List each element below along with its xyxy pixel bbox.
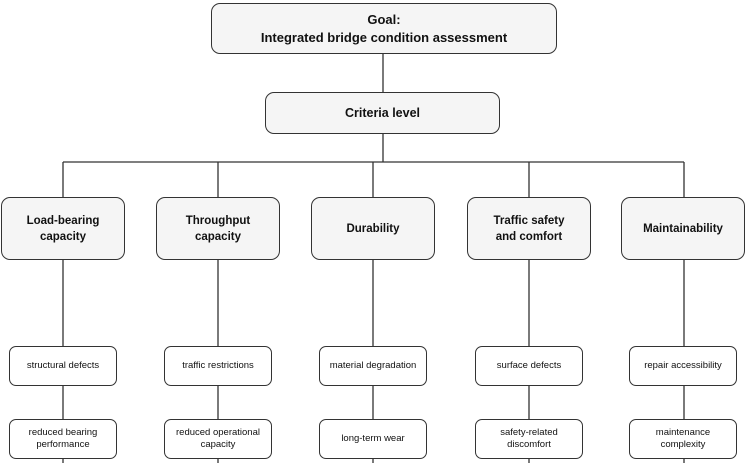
indicator-box: surface defects (475, 346, 583, 386)
criterion-label: Load-bearing capacity (26, 214, 100, 243)
criteria-level-box: Criteria level (265, 92, 500, 134)
criterion-label: Maintainability (643, 222, 723, 235)
indicator-box: structural defects (9, 346, 117, 386)
indicator-label: safety-related discomfort (500, 427, 558, 450)
indicator-box: reduced operational capacity (164, 419, 272, 459)
indicator-box: reduced bearing performance (9, 419, 117, 459)
criterion-box-durability: Durability (311, 197, 435, 260)
indicator-label: reduced operational capacity (176, 427, 260, 450)
indicator-box: long-term wear (319, 419, 427, 459)
indicator-label: repair accessibility (644, 360, 722, 371)
goal-line-1: Goal: (367, 11, 401, 27)
indicator-box: traffic restrictions (164, 346, 272, 386)
indicator-label: reduced bearing performance (28, 427, 98, 450)
indicator-box: repair accessibility (629, 346, 737, 386)
indicator-label: material degradation (329, 360, 417, 371)
indicator-box: maintenance complexity (629, 419, 737, 459)
criterion-box-throughput: Throughput capacity (156, 197, 280, 260)
indicator-label: surface defects (496, 360, 562, 371)
criterion-box-load-bearing: Load-bearing capacity (1, 197, 125, 260)
goal-box: Goal: Integrated bridge condition assess… (211, 3, 557, 54)
goal-line-2: Integrated bridge condition assessment (260, 29, 508, 45)
criterion-box-maintainability: Maintainability (621, 197, 745, 260)
criteria-level-label: Criteria level (344, 106, 421, 120)
indicator-label: maintenance complexity (655, 427, 711, 450)
indicator-label: structural defects (26, 360, 100, 371)
criterion-label: Throughput capacity (185, 214, 251, 243)
criterion-box-traffic-safety: Traffic safety and comfort (467, 197, 591, 260)
indicator-label: long-term wear (341, 433, 405, 444)
criterion-label: Durability (346, 222, 400, 235)
indicator-box: material degradation (319, 346, 427, 386)
criterion-label: Traffic safety and comfort (493, 214, 565, 243)
indicator-box: safety-related discomfort (475, 419, 583, 459)
indicator-label: traffic restrictions (182, 360, 254, 371)
